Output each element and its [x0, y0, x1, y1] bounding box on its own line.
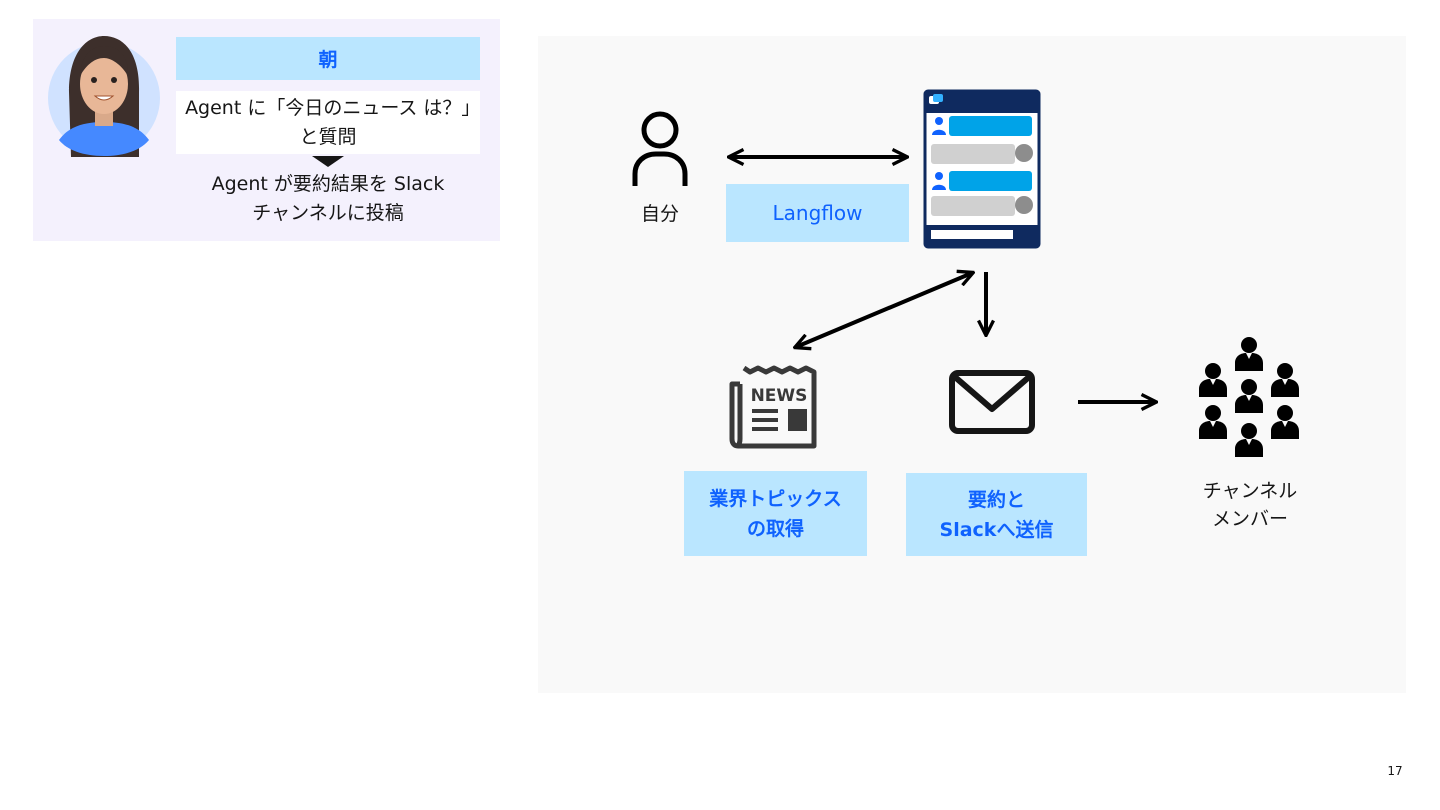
mail-icon	[948, 369, 1036, 435]
langflow-label: Langflow	[726, 184, 909, 242]
self-label: 自分	[640, 203, 679, 225]
chat-news-arrow	[796, 273, 972, 347]
result-text: Agent が要約結果を Slack チャンネルに投稿	[180, 170, 476, 228]
time-label: 朝	[176, 37, 480, 80]
topics-label-line-2: の取得	[746, 517, 804, 540]
woman-avatar-icon	[47, 32, 161, 158]
summary-label-line-2: Slackへ送信	[939, 518, 1054, 541]
person-icon	[630, 110, 690, 188]
topics-label-line-1: 業界トピックス	[709, 487, 842, 510]
result-line-1: Agent が要約結果を Slack	[211, 173, 445, 195]
news-icon-text: NEWS	[751, 386, 808, 406]
result-line-2: チャンネルに投稿	[252, 202, 404, 224]
topics-label: 業界トピックス の取得	[684, 471, 867, 556]
members-label-line-1: チャンネル	[1202, 480, 1298, 502]
newspaper-icon: NEWS	[728, 364, 822, 452]
members-label-line-2: メンバー	[1211, 508, 1288, 530]
group-icon	[1196, 335, 1302, 463]
summary-label: 要約と Slackへ送信	[906, 473, 1087, 556]
page-number: 17	[1387, 764, 1403, 778]
members-label: チャンネル メンバー	[1180, 477, 1320, 533]
down-arrow-icon	[312, 156, 344, 168]
question-text: Agent に「今日のニュース は？」と質問	[176, 91, 480, 154]
chat-window-icon	[923, 89, 1041, 251]
summary-label-line-1: 要約と	[967, 488, 1025, 511]
